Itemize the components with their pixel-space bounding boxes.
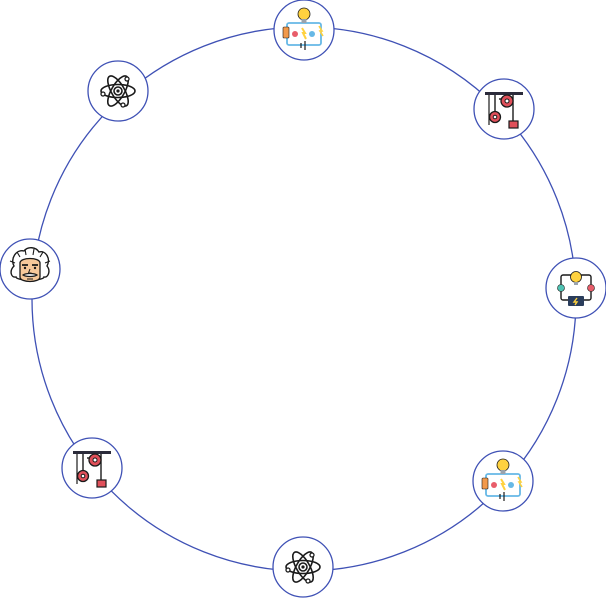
node-circle	[473, 78, 535, 140]
ring-node	[87, 60, 149, 122]
pulley-icon	[485, 92, 523, 129]
circuit-bulb-battery-icon	[481, 458, 523, 501]
circuit-bulb-battery-icon	[282, 7, 324, 50]
ring-node	[272, 536, 334, 598]
atom-icon	[285, 551, 321, 584]
node-circle	[545, 257, 606, 319]
atom-icon	[100, 75, 136, 108]
einstein-face-icon	[9, 247, 51, 283]
battery-bulb-circuit-icon	[557, 271, 595, 306]
ring-node	[273, 0, 335, 61]
node-circle	[61, 437, 123, 499]
ring-node	[61, 437, 123, 499]
ring-node	[473, 78, 535, 140]
ring-node	[472, 450, 534, 512]
ring-node	[545, 257, 606, 319]
ring-node	[0, 238, 61, 300]
pulley-icon	[73, 451, 111, 488]
